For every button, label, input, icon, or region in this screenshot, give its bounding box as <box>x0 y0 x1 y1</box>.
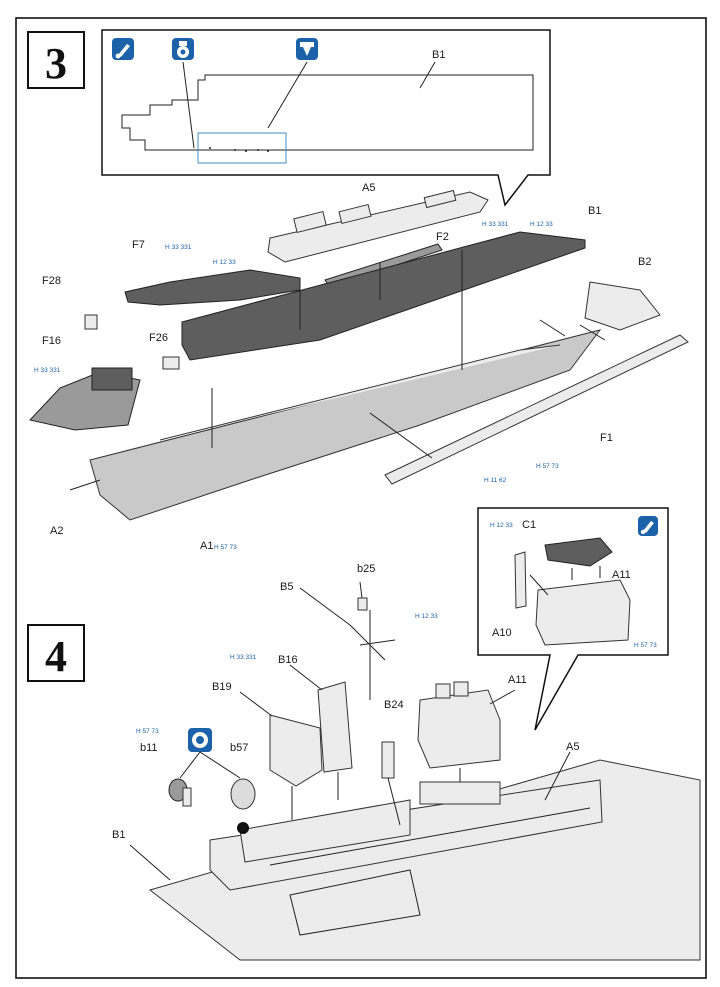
label-b5: B5 <box>280 581 293 593</box>
label-f16: F16 <box>42 335 61 347</box>
step-3-assembly <box>29 189 689 521</box>
paint-code: H 11 62 <box>484 477 507 484</box>
step-4-number: 4 <box>45 632 67 681</box>
part-b1 <box>181 231 586 361</box>
part-a1 <box>89 329 602 521</box>
part-a10 <box>514 551 527 609</box>
paint-code: H 33 331 <box>165 244 192 251</box>
label-b24: B24 <box>384 699 404 711</box>
drill-hole-icon <box>296 38 318 60</box>
label-a5-step4: A5 <box>566 741 579 753</box>
part-f28 <box>84 314 98 330</box>
paint-code: H 12 33 <box>213 259 236 266</box>
paint-code: H 57 73 <box>136 728 159 735</box>
label-b11: b11 <box>140 742 158 754</box>
label-b19: B19 <box>212 681 232 693</box>
part-f1 <box>384 334 689 485</box>
part-b57 <box>230 778 256 834</box>
part-b5 <box>349 610 396 700</box>
label-c1: C1 <box>522 519 536 531</box>
paint-code: H 33 331 <box>230 654 257 661</box>
paint-code: H 12 33 <box>490 522 513 529</box>
label-a1: A1 <box>200 540 213 552</box>
label-a11-inset: A11 <box>612 569 631 581</box>
page-border <box>15 17 707 979</box>
part-b2 <box>584 281 661 331</box>
deck-detail-callout: B1 <box>101 29 551 207</box>
paint-code: H 57 73 <box>634 642 657 649</box>
paint-code: H 12 33 <box>415 613 438 620</box>
paint-code: H 33 331 <box>482 221 509 228</box>
socket <box>237 822 249 834</box>
step-3-number: 3 <box>45 39 67 88</box>
label-a10: A10 <box>492 627 512 639</box>
label-b1: B1 <box>588 205 601 217</box>
label-b57: b57 <box>230 742 248 754</box>
part-f26 <box>162 356 180 370</box>
part-b25 <box>357 597 368 611</box>
part-b24 <box>381 741 395 779</box>
label-f2: F2 <box>436 231 449 243</box>
paint-brush-icon <box>112 38 134 60</box>
paint-brush-icon <box>638 516 658 536</box>
label-a5: A5 <box>362 182 375 194</box>
part-c1 <box>544 537 613 567</box>
part-b16 <box>317 681 353 773</box>
highlight-box <box>197 132 287 164</box>
part-b11 <box>168 778 192 807</box>
paint-code: H 57 73 <box>536 463 559 470</box>
paint-code: H 33 331 <box>34 367 61 374</box>
label-a2: A2 <box>50 525 63 537</box>
label-b1-callout: B1 <box>432 49 445 61</box>
glue-icon <box>172 38 194 60</box>
label-b1-step4: B1 <box>112 829 125 841</box>
label-f1: F1 <box>600 432 613 444</box>
part-a5 <box>267 191 489 263</box>
label-b2: B2 <box>638 256 651 268</box>
part-a11 <box>535 579 631 646</box>
part-a11-funnel <box>417 689 501 769</box>
step-4-assembly <box>129 581 701 961</box>
label-a11: A11 <box>508 674 527 686</box>
label-b16: B16 <box>278 654 298 666</box>
step-4-badge: 4 <box>27 624 85 682</box>
paint-code: H 57 73 <box>214 544 237 551</box>
assemble-both-sides-icon <box>188 728 212 752</box>
step-3-badge: 3 <box>27 31 85 89</box>
funnel-detail-callout <box>477 507 669 731</box>
label-b25: b25 <box>357 563 375 575</box>
label-f26: F26 <box>149 332 168 344</box>
part-b19 <box>269 714 323 787</box>
label-f28: F28 <box>42 275 61 287</box>
paint-code: H 12 33 <box>530 221 553 228</box>
label-f7: F7 <box>132 239 145 251</box>
